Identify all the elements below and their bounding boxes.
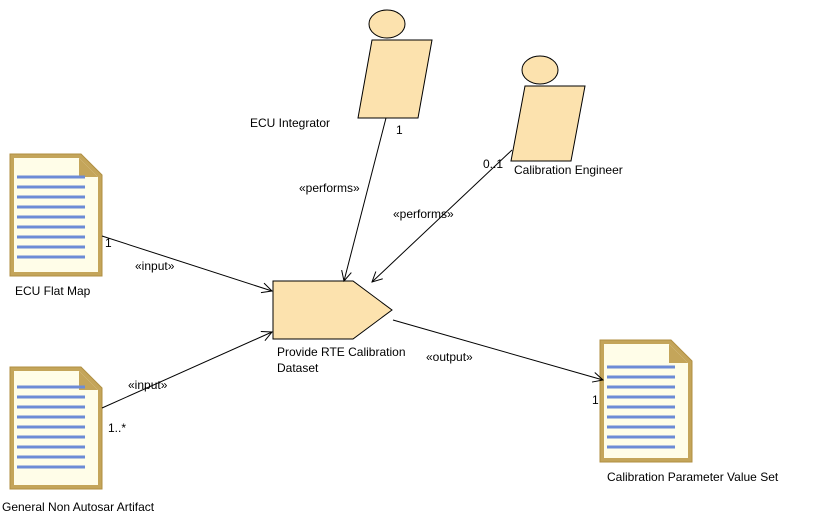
relation-input-ecu-flat-map[interactable]: 1 «input» xyxy=(101,235,272,291)
arrow-line xyxy=(101,235,272,291)
document-fold-icon xyxy=(79,371,98,390)
artifact-label: General Non Autosar Artifact xyxy=(2,500,155,514)
arrow-line xyxy=(372,149,513,282)
arrow-line xyxy=(344,117,387,281)
stereotype-label: «output» xyxy=(426,350,473,364)
artifact-calibration-parameter-value-set[interactable]: Calibration Parameter Value Set xyxy=(599,339,779,484)
artifact-ecu-flat-map[interactable]: ECU Flat Map xyxy=(9,153,103,298)
artifact-label: ECU Flat Map xyxy=(15,284,91,298)
relation-performs-calibration-engineer[interactable]: 0..1 «performs» xyxy=(372,149,513,282)
document-fold-icon xyxy=(79,158,98,177)
role-calibration-engineer[interactable]: Calibration Engineer xyxy=(510,55,623,177)
role-ecu-integrator[interactable]: ECU Integrator xyxy=(250,9,433,130)
multiplicity-label: 1..* xyxy=(108,421,126,435)
task-label-line2: Dataset xyxy=(277,361,319,375)
role-head-icon xyxy=(368,9,406,39)
document-paper-icon xyxy=(604,344,688,458)
task-label-line1: Provide RTE Calibration xyxy=(277,345,406,359)
task-provide-rte-calibration-dataset[interactable]: Provide RTE Calibration Dataset xyxy=(272,280,406,375)
stereotype-label: «input» xyxy=(128,378,168,392)
task-shape-icon xyxy=(272,280,393,340)
arrow-line xyxy=(392,319,603,380)
stereotype-label: «performs» xyxy=(393,207,454,221)
multiplicity-label: 1 xyxy=(396,123,403,137)
stereotype-label: «input» xyxy=(135,259,175,273)
document-fold-icon xyxy=(669,344,688,363)
role-label: ECU Integrator xyxy=(250,116,330,130)
role-label: Calibration Engineer xyxy=(514,163,623,177)
role-head-icon xyxy=(521,55,559,85)
relation-output-calibration-parameter-value-set[interactable]: «output» 1 xyxy=(392,319,603,407)
multiplicity-label: 1 xyxy=(592,393,599,407)
role-body-icon xyxy=(510,85,586,162)
artifact-label: Calibration Parameter Value Set xyxy=(607,470,779,484)
stereotype-label: «performs» xyxy=(299,181,360,195)
relation-performs-ecu-integrator[interactable]: 1 «performs» xyxy=(299,117,403,281)
arrow-line xyxy=(101,332,272,409)
relation-input-general-non-autosar[interactable]: 1..* «input» xyxy=(101,332,272,435)
role-body-icon xyxy=(357,39,433,119)
artifact-general-non-autosar-artifact[interactable]: General Non Autosar Artifact xyxy=(2,366,155,514)
multiplicity-label: 1 xyxy=(105,236,112,250)
multiplicity-label: 0..1 xyxy=(483,157,503,171)
